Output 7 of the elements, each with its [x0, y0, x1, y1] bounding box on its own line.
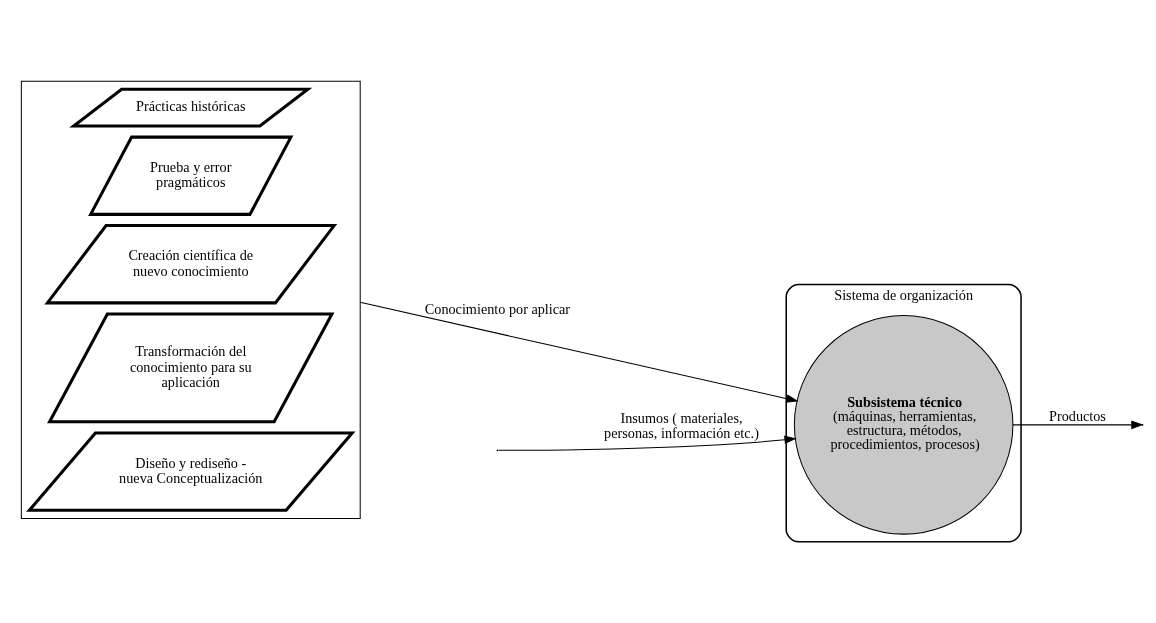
- edge-label: Productos: [1049, 408, 1106, 425]
- arrow: [359, 301, 799, 403]
- edge-label: Insumos ( materiales, personas, información etc.): [604, 410, 759, 442]
- node-circle: Subsistema técnico (máquinas, herramientas, estructura, métodos, procedimientos, procesos): [793, 315, 1014, 535]
- arrow: [498, 435, 797, 451]
- edge-label: Conocimiento por aplicar: [424, 301, 571, 318]
- cluster: [20, 80, 361, 519]
